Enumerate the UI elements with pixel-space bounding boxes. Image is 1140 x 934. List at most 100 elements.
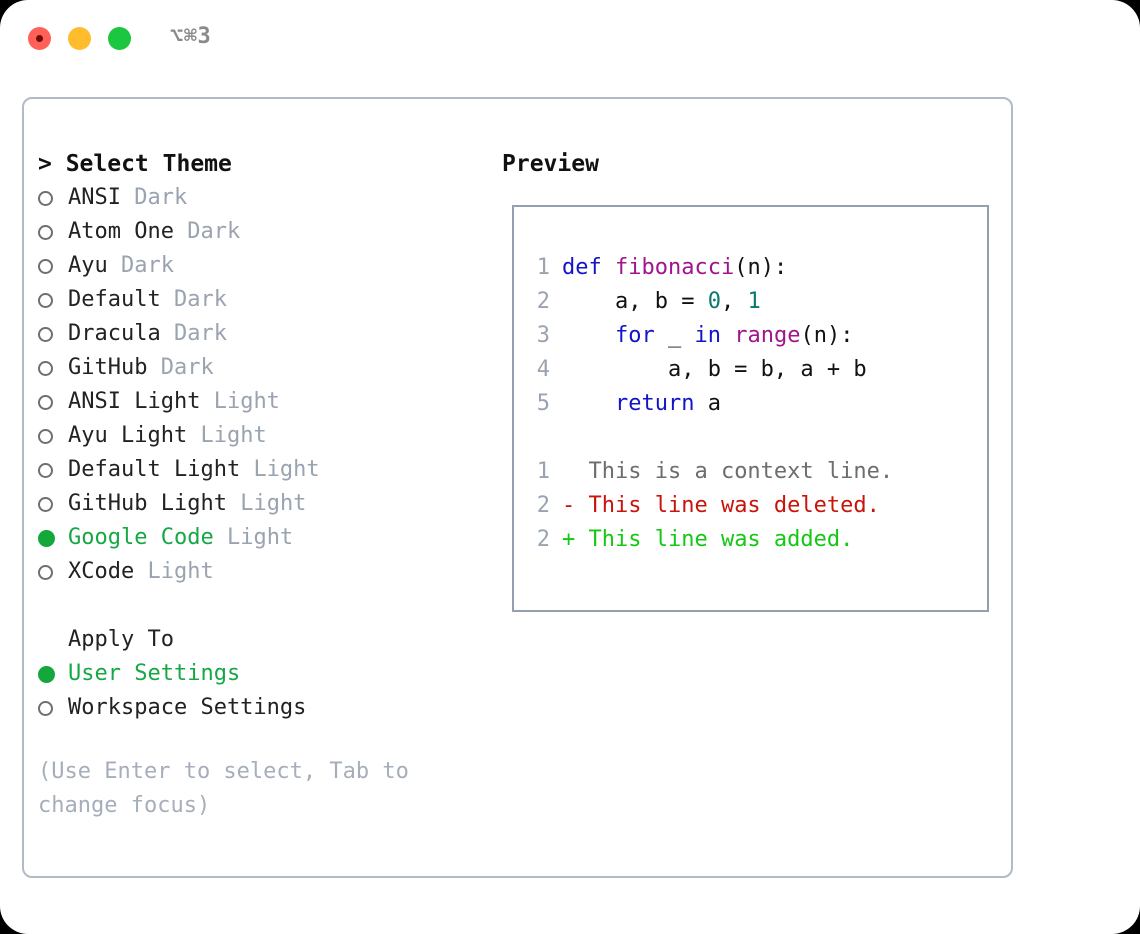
apply-to-label: User Settings xyxy=(68,661,241,686)
keyboard-hint-text: (Use Enter to select, Tab to change focu… xyxy=(38,759,409,818)
theme-option-default[interactable]: Default Dark xyxy=(38,283,498,317)
keyboard-shortcut-label: ⌥⌘3 xyxy=(170,24,212,49)
code-token-fn: range xyxy=(734,323,801,348)
theme-name-label: Dracula xyxy=(68,321,161,346)
theme-option-github[interactable]: GitHub Dark xyxy=(38,351,498,385)
code-line-text: def fibonacci(n): xyxy=(562,251,787,285)
label-separator xyxy=(147,351,160,385)
radio-unselected-icon[interactable] xyxy=(38,292,68,308)
theme-variant-label: Dark xyxy=(160,355,214,380)
radio-shape xyxy=(38,258,53,274)
preview-column: Preview xyxy=(502,147,1002,181)
apply-to-option-workspace-settings[interactable]: Workspace Settings xyxy=(38,691,498,725)
theme-name-label: Default Light xyxy=(68,457,241,482)
radio-unselected-icon[interactable] xyxy=(38,258,68,274)
theme-option-ansi-light[interactable]: ANSI Light Light xyxy=(38,385,498,419)
radio-shape xyxy=(38,700,53,716)
theme-name-label: Ayu xyxy=(68,253,108,278)
line-number: 1 xyxy=(536,255,550,280)
theme-name-label: Google Code xyxy=(68,525,214,550)
theme-variant-label: Dark xyxy=(121,253,174,278)
radio-shape xyxy=(38,496,53,512)
preview-header: Preview xyxy=(502,151,599,177)
code-line: 5 return a xyxy=(528,387,978,421)
theme-option-ayu-light[interactable]: Ayu Light Light xyxy=(38,419,498,453)
label-separator xyxy=(121,181,134,215)
line-number: 2 xyxy=(536,289,550,314)
label-separator xyxy=(187,419,200,453)
radio-unselected-icon[interactable] xyxy=(38,394,68,410)
radio-shape xyxy=(38,665,55,683)
theme-option-github-light[interactable]: GitHub Light Light xyxy=(38,487,498,521)
label-separator xyxy=(161,317,174,351)
theme-name-label: XCode xyxy=(68,559,135,584)
radio-shape xyxy=(38,462,53,478)
theme-name-label: ANSI Light xyxy=(68,389,201,414)
radio-shape xyxy=(38,190,53,206)
radio-unselected-icon[interactable] xyxy=(38,326,68,342)
code-token-plain: a, b = b, a + b xyxy=(562,357,867,382)
radio-unselected-icon[interactable] xyxy=(38,564,68,580)
code-token-plain: a xyxy=(694,391,721,416)
minimize-button-icon[interactable] xyxy=(68,27,91,50)
maximize-button-icon[interactable] xyxy=(108,27,131,50)
code-token-plain: (n): xyxy=(734,255,788,280)
radio-unselected-icon[interactable] xyxy=(38,462,68,478)
theme-option-google-code[interactable]: Google Code Light xyxy=(38,521,498,555)
close-button-icon[interactable] xyxy=(28,27,51,50)
code-line-text: a, b = 0, 1 xyxy=(562,285,761,319)
theme-option-default-light[interactable]: Default Light Light xyxy=(38,453,498,487)
radio-unselected-icon[interactable] xyxy=(38,496,68,512)
theme-name-label: GitHub xyxy=(68,355,148,380)
radio-selected-icon[interactable] xyxy=(38,665,68,683)
diff-line-text: This line was added. xyxy=(575,527,854,552)
radio-unselected-icon[interactable] xyxy=(38,360,68,376)
code-token-plain xyxy=(562,391,615,416)
theme-option-ansi[interactable]: ANSI Dark xyxy=(38,181,498,215)
radio-unselected-icon[interactable] xyxy=(38,224,68,240)
label-separator xyxy=(174,215,187,249)
diff-block: 1 This is a context line.2- This line wa… xyxy=(528,455,978,557)
radio-shape xyxy=(38,224,53,240)
radio-unselected-icon[interactable] xyxy=(38,428,68,444)
diff-line-number: 2 xyxy=(536,527,550,552)
code-line: 3 for _ in range(n): xyxy=(528,319,978,353)
label-separator xyxy=(134,555,147,589)
code-token-plain xyxy=(721,323,734,348)
label-separator xyxy=(214,521,227,555)
code-line: 2 a, b = 0, 1 xyxy=(528,285,978,319)
code-diff-spacer xyxy=(528,421,978,455)
code-token-kw: def xyxy=(562,255,615,280)
diff-line-text: This line was deleted. xyxy=(575,493,880,518)
theme-option-ayu[interactable]: Ayu Dark xyxy=(38,249,498,283)
theme-variant-label: Light xyxy=(226,525,294,550)
radio-selected-icon[interactable] xyxy=(38,529,68,547)
radio-unselected-icon[interactable] xyxy=(38,190,68,206)
theme-name-label: Atom One xyxy=(68,219,174,244)
theme-name-label: Ayu Light xyxy=(68,423,188,448)
diff-line-number: 2 xyxy=(536,493,550,518)
theme-option-atom-one[interactable]: Atom One Dark xyxy=(38,215,498,249)
radio-unselected-icon[interactable] xyxy=(38,700,68,716)
theme-variant-label: Dark xyxy=(173,321,227,346)
theme-variant-label: Dark xyxy=(173,287,227,312)
code-token-kw: return xyxy=(614,391,695,416)
apply-to-option-user-settings[interactable]: User Settings xyxy=(38,657,498,691)
apply-to-label: Workspace Settings xyxy=(68,695,307,720)
radio-shape xyxy=(38,394,53,410)
theme-name-label: ANSI xyxy=(68,185,121,210)
theme-variant-label: Dark xyxy=(187,219,241,244)
code-line-text: a, b = b, a + b xyxy=(562,353,867,387)
theme-option-xcode[interactable]: XCode Light xyxy=(38,555,498,589)
theme-variant-label: Light xyxy=(253,457,320,482)
code-token-fn: fibonacci xyxy=(614,255,735,280)
radio-shape xyxy=(38,564,53,580)
theme-option-dracula[interactable]: Dracula Dark xyxy=(38,317,498,351)
code-token-plain: a, b = xyxy=(562,289,708,314)
diff-sign: + xyxy=(562,527,576,552)
